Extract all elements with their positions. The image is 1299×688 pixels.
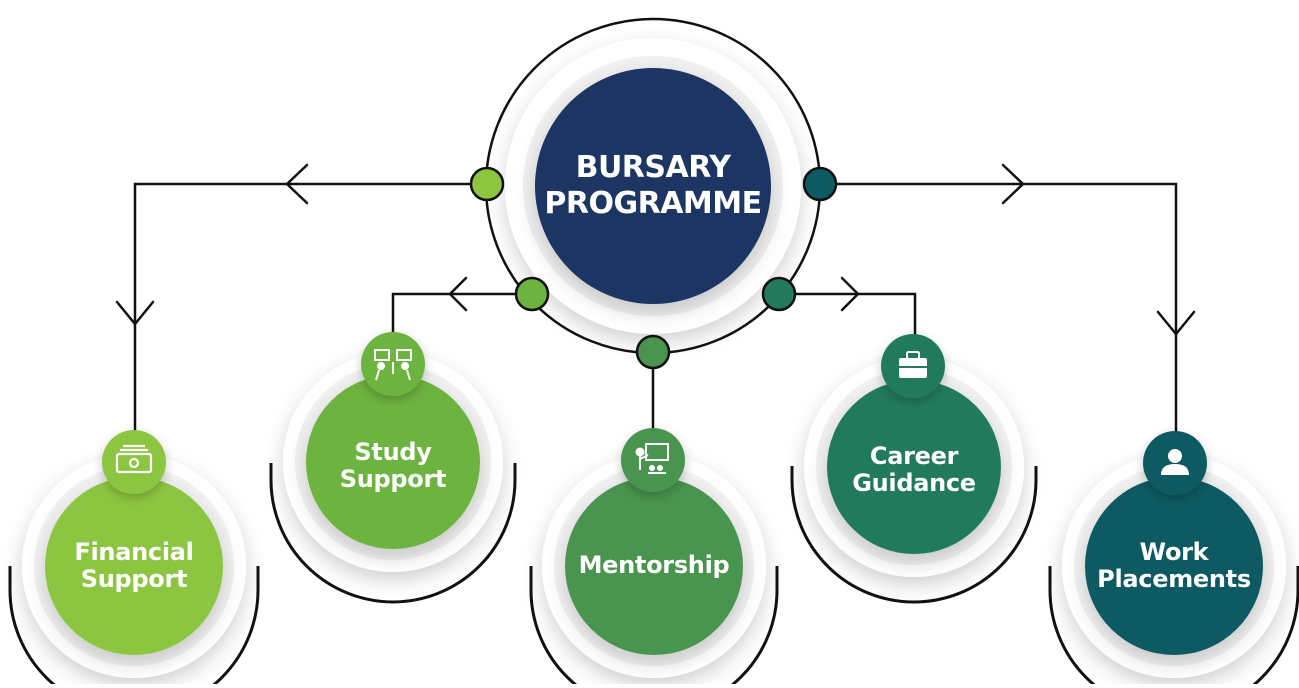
center-hub	[484, 17, 822, 355]
arrow-down-left	[115, 300, 155, 326]
dot-financial	[469, 166, 505, 202]
center-core	[535, 68, 771, 304]
base-arc-career	[790, 466, 1038, 604]
teacher-icon	[635, 443, 669, 474]
person-icon	[1161, 449, 1189, 475]
base-arc-work	[1048, 566, 1299, 688]
connector-career-guidance	[779, 292, 917, 350]
dot-work	[802, 166, 838, 202]
icon-badge-financial	[102, 430, 166, 494]
dot-mentorship	[635, 334, 671, 370]
base-arc-study	[269, 463, 517, 604]
node-disc-mentorship	[565, 477, 743, 655]
arrow-right-mid	[840, 276, 860, 312]
connector-study-support	[391, 292, 532, 345]
study-group-icon	[374, 349, 412, 381]
arrow-right-top	[1001, 163, 1025, 205]
arrowheads	[115, 163, 1196, 336]
node-mentorship	[529, 428, 779, 688]
base-arc-mentorship	[529, 566, 779, 688]
node-disc-study	[306, 375, 480, 549]
dot-career	[761, 276, 797, 312]
node-work-placements	[1048, 431, 1299, 688]
connector-work-placements	[820, 182, 1178, 440]
dot-study	[514, 276, 550, 312]
node-study-support	[269, 332, 517, 604]
base-arc-financial	[8, 566, 260, 688]
node-financial-support	[8, 430, 260, 688]
arrow-left-top	[285, 163, 309, 205]
arrow-down-right	[1156, 310, 1196, 336]
node-disc-work	[1085, 477, 1263, 655]
connector-financial-support	[133, 182, 487, 432]
node-disc-career	[827, 380, 1001, 554]
node-career-guidance	[790, 334, 1038, 604]
hub-dots	[469, 166, 838, 370]
node-disc-financial	[45, 477, 223, 655]
arrow-left-mid	[448, 276, 468, 312]
money-icon	[115, 444, 153, 474]
briefcase-icon	[899, 351, 927, 378]
